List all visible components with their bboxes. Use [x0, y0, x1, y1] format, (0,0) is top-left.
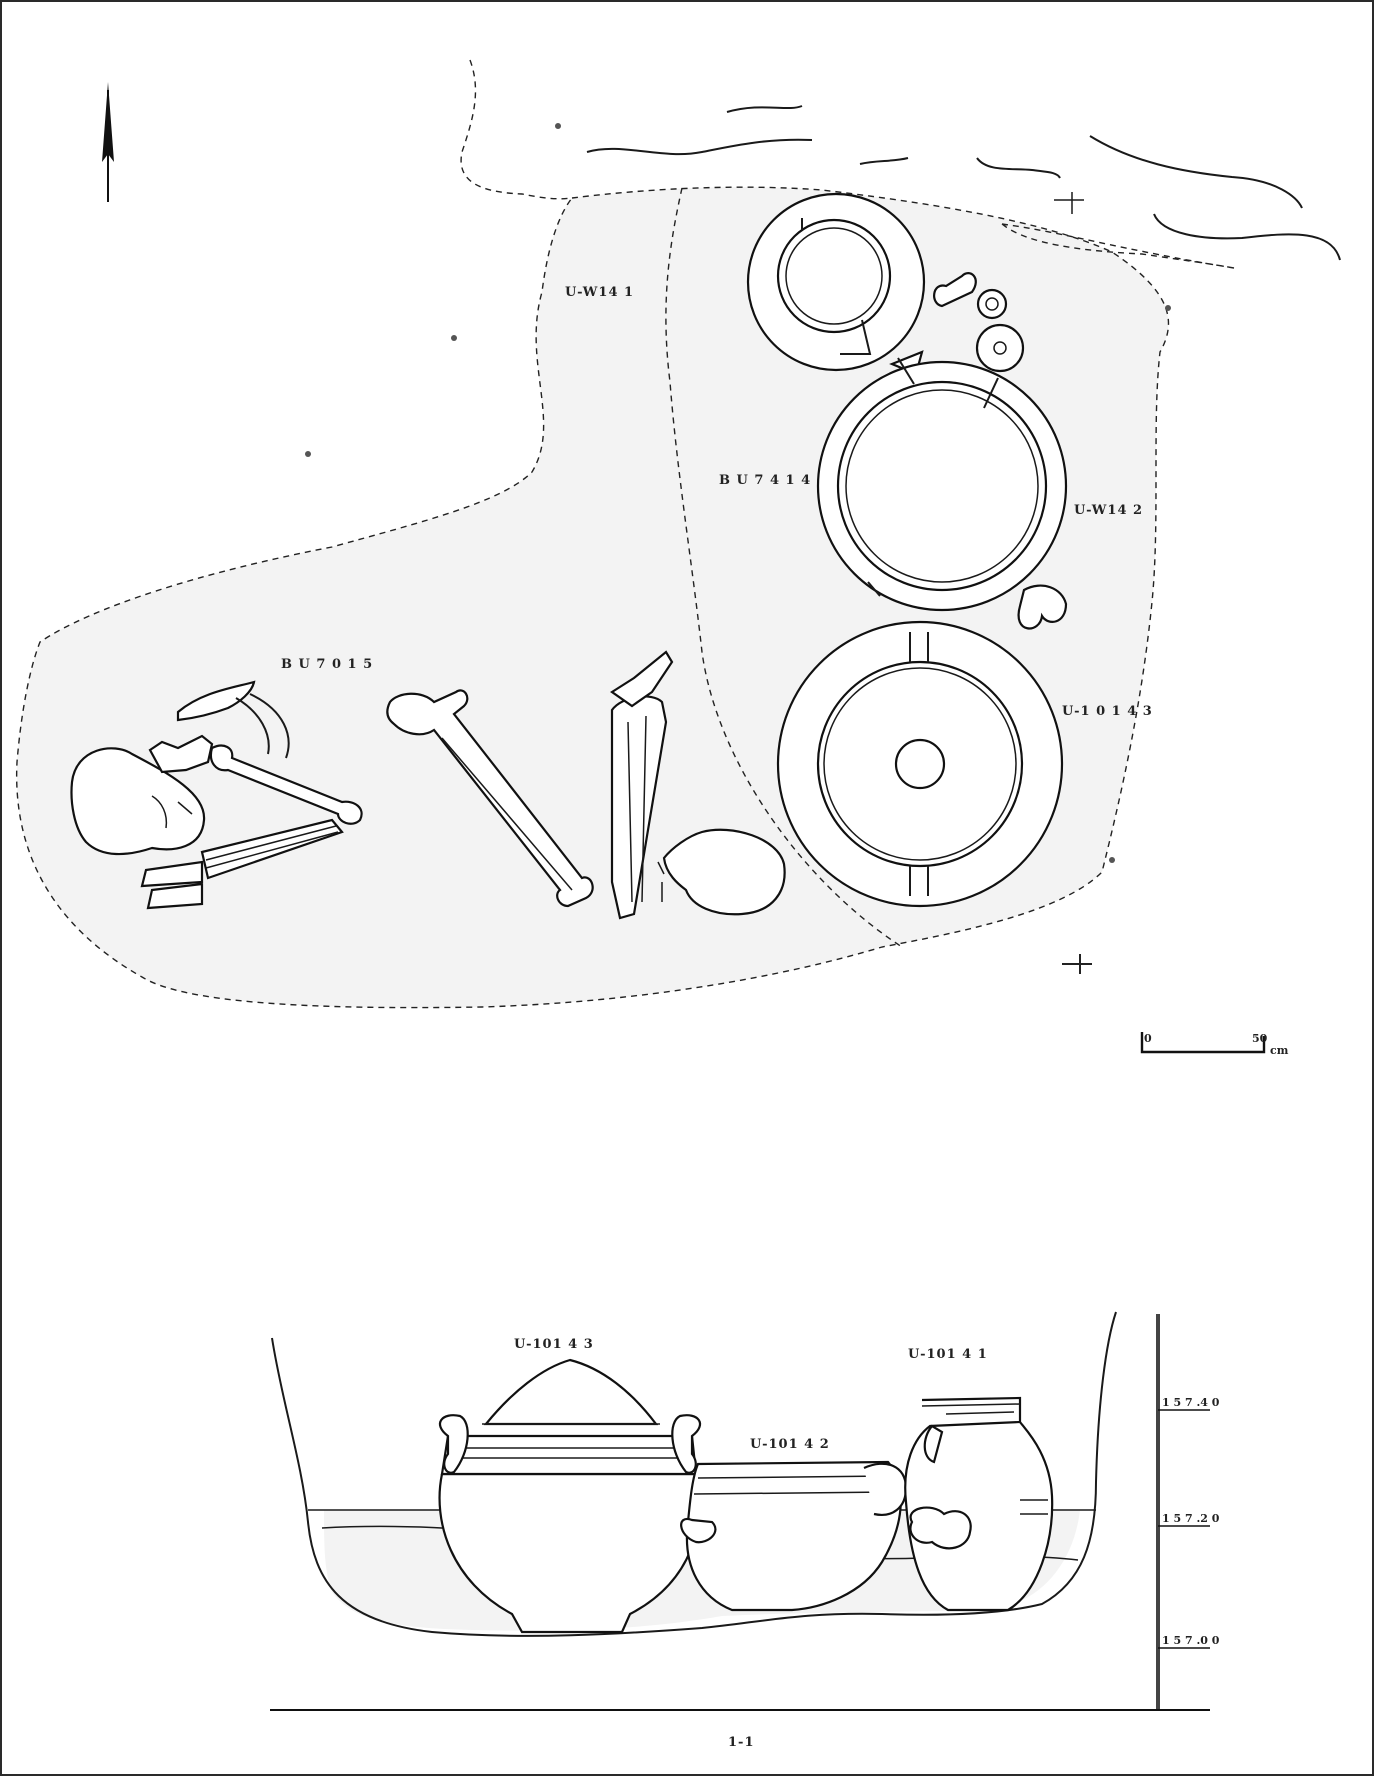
section-view: 1 5 7 .4 0 1 5 7 .2 0 1 5 7 .0 0 U-101 4…: [270, 1311, 1220, 1750]
vessel-middle-right: [816, 357, 1068, 612]
label-section-vessel-left: U-101 4 3: [514, 1337, 594, 1352]
gourd-jar: [657, 828, 786, 916]
label-section-vessel-middle: U-101 4 2: [750, 1437, 830, 1452]
elevation-tick-middle: 1 5 7 .2 0: [1162, 1512, 1220, 1525]
section-vessel-middle: [680, 1460, 908, 1612]
vessel-lower-right: [776, 620, 1064, 908]
excavation-edge-strokes: [586, 105, 1341, 261]
small-vessels: [975, 288, 1068, 630]
label-fill-lower: B U 7 4 1 4: [719, 473, 811, 488]
section-vessel-left: [438, 1358, 702, 1634]
scale-bar: 0 50 cm: [1140, 1032, 1289, 1057]
fill-division-line: [665, 187, 903, 948]
section-pit-profile: [271, 1311, 1117, 1637]
scale-bar-left-label: 0: [1144, 1032, 1152, 1045]
plan-view: U-W14 1 B U 7 4 1 4 B U 7 0 1 5 U-W14 2 …: [15, 59, 1341, 1057]
human-skeleton: [70, 650, 674, 920]
elevation-pole: 1 5 7 .4 0 1 5 7 .2 0 1 5 7 .0 0: [1156, 1314, 1220, 1710]
label-vessel-right-lower: U-1 0 1 4 3: [1062, 704, 1153, 719]
right-dashed-edge: [1001, 223, 1235, 269]
label-skeleton-fill: B U 7 0 1 5: [281, 657, 373, 672]
section-caption: 1-1: [728, 1735, 755, 1750]
label-vessel-right-upper: U-W14 2: [1074, 503, 1143, 518]
vessel-upper-right: [746, 192, 977, 376]
north-arrow-icon: [102, 82, 114, 202]
label-fill-upper: U-W14 1: [565, 285, 634, 300]
label-section-vessel-right: U-101 4 1: [908, 1347, 988, 1362]
scale-bar-right-label: 50: [1252, 1032, 1268, 1045]
pit-upper-edge: [460, 59, 573, 200]
section-vessel-right: [904, 1396, 1054, 1612]
elevation-tick-bottom: 1 5 7 .0 0: [1162, 1634, 1220, 1647]
scale-bar-unit: cm: [1270, 1044, 1289, 1057]
elevation-tick-top: 1 5 7 .4 0: [1162, 1396, 1220, 1409]
debris-marks: [305, 123, 1171, 974]
